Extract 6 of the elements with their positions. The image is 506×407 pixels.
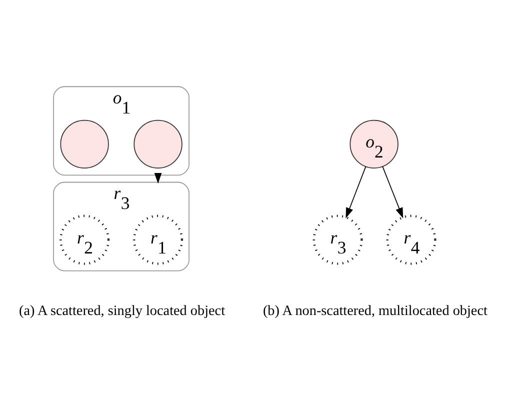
arrow [382, 166, 404, 218]
label: (b) A non-scattered, multilocated object [262, 302, 488, 319]
arrow [346, 166, 366, 218]
node-circle [60, 120, 109, 169]
node-circle [134, 120, 182, 169]
label: (a) A scattered, singly located object [19, 302, 226, 319]
